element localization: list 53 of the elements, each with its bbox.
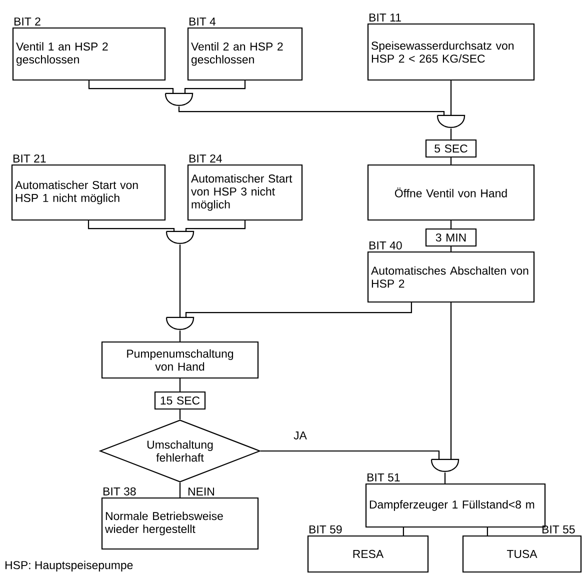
bit-label: BIT 24	[190, 154, 222, 162]
connector-line	[450, 158, 452, 164]
timer-box: 5 SEC	[425, 139, 477, 158]
bit-label: BIT 4	[190, 18, 216, 26]
edge-label: NEIN	[186, 486, 216, 496]
connector-line	[88, 80, 174, 94]
process-box: TUSA	[462, 535, 582, 573]
process-box: Normale Betriebsweise wieder hergestellt	[101, 497, 259, 550]
connector-line	[178, 106, 445, 116]
and-gate	[166, 230, 194, 244]
connector-line	[88, 220, 175, 232]
bit-label: BIT 21	[14, 154, 46, 162]
bit-label: BIT 40	[370, 241, 402, 250]
bit-label: BIT 55	[542, 525, 575, 534]
bit-label: BIT 51	[368, 473, 400, 482]
process-box: Automatischer Start von HSP 3 nicht möglich	[187, 164, 303, 221]
connector-line	[450, 302, 452, 460]
connector-line	[450, 80, 452, 116]
connector-line	[450, 220, 452, 228]
connector-line	[402, 528, 404, 536]
process-box: Pumpenumschaltung von Hand	[101, 341, 259, 379]
bit-label: BIT 59	[310, 525, 342, 534]
process-box: Öffne Ventil von Hand	[367, 164, 535, 221]
connector-line	[450, 128, 452, 140]
connector-line	[179, 410, 181, 420]
process-box: Automatisches Abschalten von HSP 2	[367, 251, 535, 303]
bit-label: BIT 38	[104, 487, 136, 496]
bit-label: BIT 11	[370, 14, 401, 22]
connector-line	[179, 244, 181, 318]
and-gate	[436, 114, 466, 128]
edge-label: JA	[292, 430, 308, 440]
connector-line	[185, 302, 412, 318]
note-text: HSP: Hauptspeisepumpe	[6, 560, 133, 572]
and-gate	[430, 458, 460, 472]
process-box: Automatischer Start von HSP 1 nicht möglich	[11, 164, 166, 221]
connector-line	[184, 80, 246, 94]
connector-line	[179, 378, 181, 392]
timer-box: 3 MIN	[425, 228, 477, 247]
process-box: Speisewasserdurchsatz von HSP 2 < 265 KG/SEC	[367, 23, 535, 81]
bit-label: BIT 2	[14, 17, 40, 26]
process-box: RESA	[307, 535, 429, 573]
connector-line	[179, 330, 181, 342]
and-gate	[164, 92, 194, 106]
connector-line	[260, 450, 440, 460]
connector-line	[450, 246, 452, 252]
connector-line	[486, 528, 488, 536]
connector-line	[185, 220, 246, 232]
timer-box: 15 SEC	[154, 391, 206, 410]
process-box: Ventil 1 an HSP 2 geschlossen	[12, 27, 166, 81]
and-gate	[166, 316, 194, 330]
process-box: Ventil 2 an HSP 2 geschlossen	[187, 27, 303, 81]
connector-line	[444, 472, 446, 484]
connector-line	[179, 482, 181, 498]
